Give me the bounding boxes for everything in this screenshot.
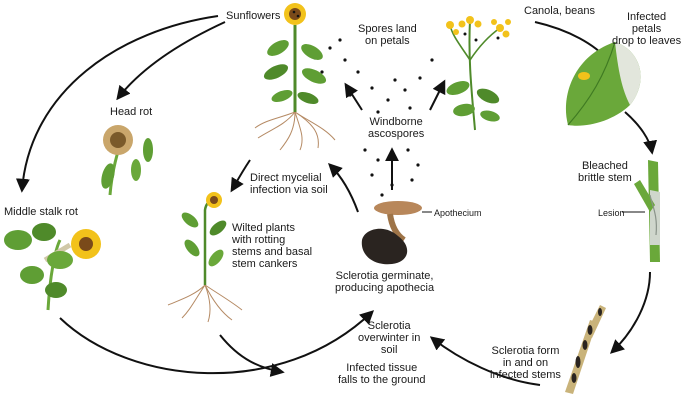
sclerotia-germinate-label: Sclerotia germinate,producing apothecia: [335, 270, 435, 294]
sunflower-top-illustration: [254, 3, 336, 151]
spore-dots: [313, 38, 434, 197]
arrow-infection-to-wilted: [230, 159, 251, 193]
sclerotia-stems-illustration: [565, 305, 606, 394]
bleached-stem-illustration: [634, 160, 660, 262]
infected-leaf-illustration: [565, 41, 641, 126]
lesion-label: Lesion: [598, 208, 625, 218]
middle-stalk-rot-label: Middle stalk rot: [4, 206, 78, 218]
cycle-arrows: [15, 15, 658, 386]
head-rot-label: Head rot: [110, 106, 153, 118]
canola-label: Canola, beans: [524, 5, 595, 17]
arrow-spores-to-sunflower: [344, 82, 363, 111]
middle-stalk-rot-illustration: [4, 223, 101, 311]
apothecium-label: Apothecium: [434, 208, 482, 218]
canola-illustration: [446, 16, 511, 131]
head-rot-illustration: [101, 125, 153, 196]
arrow-spores-to-canola: [429, 79, 446, 111]
arrow-stem-to-sclerotia-form: [609, 271, 651, 354]
arrow-middle-stalk-to-ground: [59, 310, 375, 375]
apothecium-illustration: [361, 201, 432, 265]
wilted-plant-illustration: [167, 192, 243, 323]
sunflowers-label: Sunflowers: [226, 10, 281, 22]
arrow-sclerotia-to-ground: [429, 336, 541, 386]
arrow-petals-to-stem: [624, 111, 658, 155]
arrow-sunflowers-to-middle-stalk: [15, 15, 219, 193]
arrow-apothecium-to-sunflower: [328, 163, 359, 213]
arrow-sunflowers-to-head-rot: [116, 21, 226, 101]
arrow-wilted-to-ground: [219, 334, 285, 377]
